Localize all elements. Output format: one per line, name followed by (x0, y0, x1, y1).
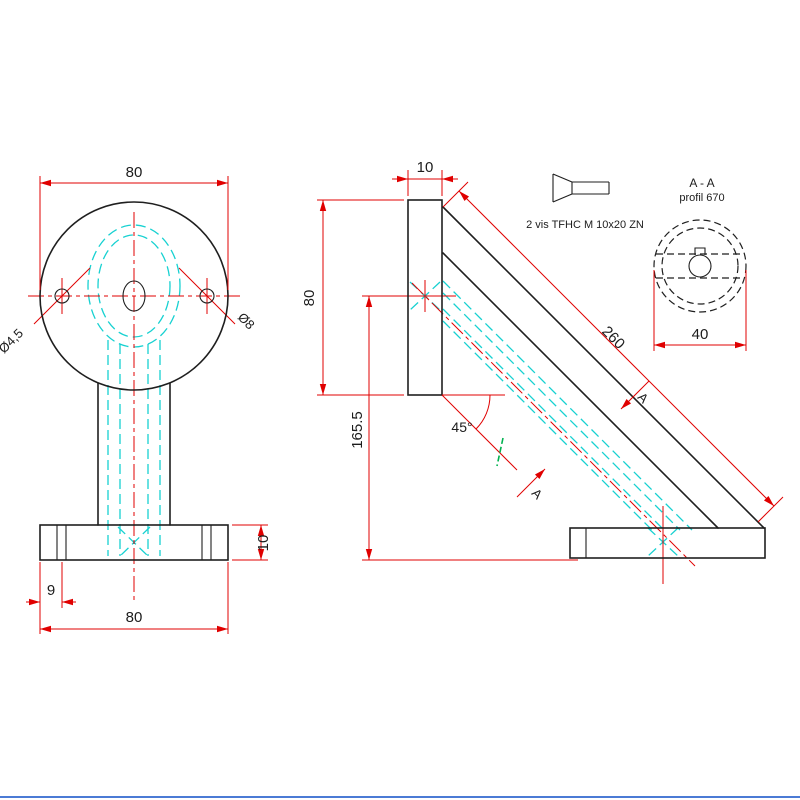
dim-hole-left: Ø4,5 (0, 326, 26, 357)
profile-dimension: 40 (653, 270, 747, 351)
profile-bore (688, 254, 712, 278)
dim-base-width: 80 (126, 609, 143, 626)
profile-label: profil 670 (679, 192, 724, 204)
side-dimensions: 10 80 165.5 260 45° A A (301, 159, 784, 561)
dim-arm-length: 260 (598, 323, 628, 353)
side-centerlines (362, 280, 696, 584)
profile-inner (661, 227, 739, 305)
screw-detail: 2 vis TFHC M 10x20 ZN (526, 173, 644, 231)
profile-bore-notch (694, 247, 706, 255)
center-bore (122, 280, 146, 312)
arm-edge-bottom (442, 252, 719, 529)
front-outline (39, 201, 229, 561)
bottom-divider (0, 796, 800, 798)
front-dimensions: 80 Ø4,5 Ø8 10 9 80 (0, 164, 272, 634)
section-title: A - A (689, 176, 714, 190)
angle-label: 45° (451, 419, 472, 435)
section-arrow-lower (516, 468, 546, 498)
dim-profile-diameter: 40 (692, 326, 709, 343)
dim-hole-offset: 9 (47, 582, 55, 599)
arm-edge-top (442, 206, 765, 529)
hole-left (54, 288, 70, 304)
dim-head-width: 80 (126, 164, 143, 181)
dim-plate-height: 80 (301, 290, 318, 307)
section-mark-lower: A (529, 485, 546, 502)
wall-plate (407, 199, 443, 396)
foot-plate (569, 527, 766, 559)
section-trace (496, 437, 504, 467)
hole-left-leader (33, 267, 91, 325)
screw-note: 2 vis TFHC M 10x20 ZN (526, 219, 644, 231)
dim-plate-thickness: 10 (417, 159, 434, 176)
front-view: 80 Ø4,5 Ø8 10 9 80 (0, 164, 272, 634)
dim-hole-right: Ø8 (235, 310, 258, 333)
head-circle (39, 201, 229, 391)
section-detail: A - A profil 670 40 (653, 176, 747, 351)
front-hidden-lines (87, 224, 181, 559)
hole-right (199, 288, 215, 304)
dim-base-thickness: 10 (255, 535, 272, 552)
dim-overall-height: 165.5 (349, 411, 366, 449)
base-plate (39, 524, 229, 561)
side-view: 10 80 165.5 260 45° A A (301, 159, 784, 584)
profile-outer (653, 219, 747, 313)
section-arrow-upper (620, 380, 650, 410)
